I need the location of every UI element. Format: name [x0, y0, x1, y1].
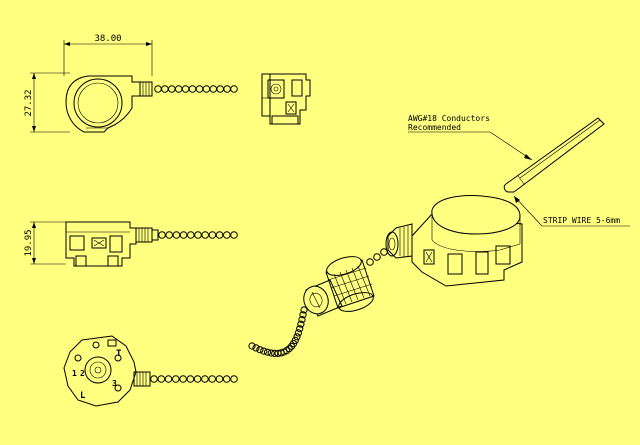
chain-bead-iso — [373, 253, 381, 261]
chain-bead-iso — [366, 258, 374, 266]
chain-bead-top — [216, 85, 224, 93]
chain-bead-bottom — [157, 375, 166, 383]
chain-bead-side — [208, 231, 217, 239]
switch-body-top — [65, 75, 153, 133]
chain-bead-bottom — [186, 375, 195, 383]
switch-isometric-view: AWG#18 Conductors Recommended STRIP WIRE… — [303, 114, 630, 317]
lead-wire — [503, 117, 605, 193]
pull-chains — [150, 85, 388, 383]
chain-bead-bottom — [230, 375, 238, 383]
chain-bead-hanging — [263, 348, 272, 356]
chain-bead-side — [165, 231, 173, 239]
chain-bead-top — [188, 85, 197, 93]
terminal-mark-1: 1 — [72, 369, 77, 378]
chain-bead-hanging — [297, 320, 305, 328]
chain-bead-side — [179, 231, 188, 239]
terminal-mark-l: L — [80, 391, 86, 401]
chain-bead-top — [202, 85, 211, 93]
height-dimension-top: 27.32 — [24, 72, 70, 133]
chain-bead-top — [223, 85, 231, 93]
conductor-callout-line1: AWG#18 Conductors — [408, 114, 490, 123]
conductor-callout: AWG#18 Conductors Recommended — [408, 114, 533, 161]
chain-bead-bottom — [201, 375, 209, 383]
chain-bead-side — [230, 231, 238, 239]
switch-body-side — [65, 221, 159, 267]
chain-bead-bottom — [222, 375, 231, 383]
chain-bead-hanging — [260, 347, 268, 355]
chain-bead-top — [174, 85, 183, 93]
chain-bead-bottom — [150, 375, 158, 383]
width-dimension: 38.00 — [63, 34, 153, 76]
chain-bead-hanging — [256, 346, 264, 354]
chain-bead-side — [223, 231, 231, 239]
chain-bead-bottom — [172, 375, 180, 383]
chain-bead-side — [194, 231, 202, 239]
chain-bead-side — [201, 231, 209, 239]
chain-bead-side — [187, 231, 195, 239]
switch-bottom-view: T L 1 2 3 — [63, 335, 151, 407]
chain-bead-top — [181, 85, 190, 93]
switch-side-view: 19.95 — [24, 221, 159, 267]
height-top-label: 27.32 — [24, 89, 34, 116]
chain-bead-hanging — [296, 325, 304, 333]
chain-bead-hanging — [271, 349, 279, 357]
chain-bead-hanging — [252, 344, 260, 352]
height-dimension-side: 19.95 — [24, 221, 66, 265]
chain-bead-bottom — [179, 375, 187, 383]
chain-bead-top — [209, 85, 218, 93]
chain-bead-hanging — [274, 349, 282, 357]
chain-bead-iso — [380, 248, 388, 256]
width-dimension-label: 38.00 — [94, 34, 121, 44]
chain-bead-bottom — [193, 375, 202, 383]
chain-bead-side — [172, 231, 181, 239]
switch-end-view — [261, 73, 311, 125]
chain-bead-bottom — [208, 375, 216, 383]
chain-bead-top — [230, 85, 238, 93]
chain-bead-hanging — [300, 306, 308, 314]
chain-bead-hanging — [294, 329, 302, 337]
terminal-mark-t: T — [116, 349, 122, 359]
chain-bead-hanging — [293, 333, 301, 341]
pull-chain-knob — [303, 256, 375, 317]
chain-bead-bottom — [215, 375, 224, 383]
chain-bead-top — [161, 85, 169, 93]
chain-bead-hanging — [267, 349, 275, 357]
terminal-mark-3: 3 — [112, 379, 117, 388]
switch-top-view: 38.00 27.32 — [24, 34, 153, 133]
chain-bead-hanging — [298, 316, 306, 324]
chain-bead-hanging — [299, 311, 307, 319]
strip-wire-label: STRIP WIRE 5-6mm — [543, 216, 620, 225]
chain-bead-bottom — [164, 375, 173, 383]
chain-bead-side — [215, 231, 224, 239]
conductor-callout-line2: Recommended — [408, 123, 461, 132]
chain-bead-top — [154, 85, 162, 93]
strip-wire-callout: STRIP WIRE 5-6mm — [513, 195, 630, 227]
chain-bead-hanging — [287, 342, 296, 350]
chain-bead-side — [158, 231, 166, 239]
chain-bead-top — [195, 85, 204, 93]
terminal-mark-2: 2 — [80, 369, 85, 378]
chain-bead-top — [168, 85, 176, 93]
chain-bead-hanging — [248, 342, 256, 350]
height-side-label: 19.95 — [24, 229, 34, 256]
